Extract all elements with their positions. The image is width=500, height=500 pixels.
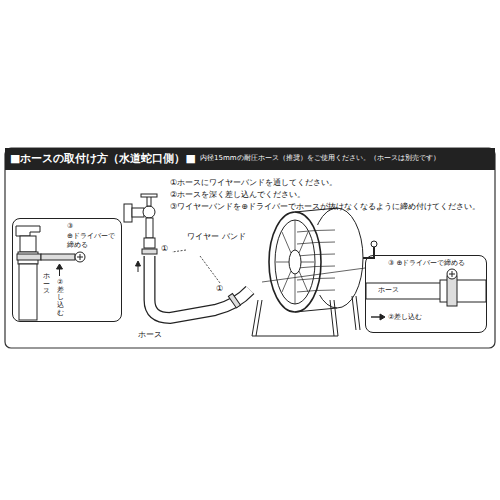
inset-text: ②差し込む (57, 279, 64, 317)
leader-lines (172, 250, 220, 283)
reel-detail (366, 269, 486, 320)
hose-inner (150, 256, 251, 318)
hose (150, 256, 251, 318)
faucet-detail (16, 226, 85, 320)
title-bar (5, 148, 495, 170)
inset-text: ⊕ドライバーで 締める (67, 232, 119, 250)
frame (5, 148, 495, 348)
note-text: 内径15mmの耐圧ホース（推奨）をご使用ください。（ホースは別売です） (200, 154, 440, 162)
detail-inset: ③ ⊕ドライバーで締めるホース ②差し込む (365, 255, 487, 333)
inset-text: ③ (67, 222, 73, 231)
instruction: ②ホースを深く差し込んでください。 (170, 190, 305, 200)
inset-text: ②差し込む (388, 313, 422, 322)
wire-band (228, 294, 240, 308)
callout-number: ① (161, 244, 168, 254)
detail-inset: ③⊕ドライバーで 締めるホース ②差し込む (12, 218, 122, 322)
part-label: ワイヤー バンド (187, 232, 223, 242)
callout-number: ① (216, 284, 223, 294)
part-label: ホース (138, 330, 162, 340)
inset-text: ホース (378, 286, 399, 295)
instruction: ③ワイヤーバンドを⊕ドライバーでホースが抜けなくなるように締め付けてください。 (170, 202, 480, 212)
instruction: ①ホースにワイヤーバンドを通してください。 (170, 178, 337, 188)
hose-reel (252, 208, 377, 336)
inset-text: ③ ⊕ドライバーで締める (388, 259, 465, 268)
title: ■ホースの取付け方（水道蛇口側）■ (10, 152, 196, 165)
inset-text: ホース (43, 273, 50, 296)
